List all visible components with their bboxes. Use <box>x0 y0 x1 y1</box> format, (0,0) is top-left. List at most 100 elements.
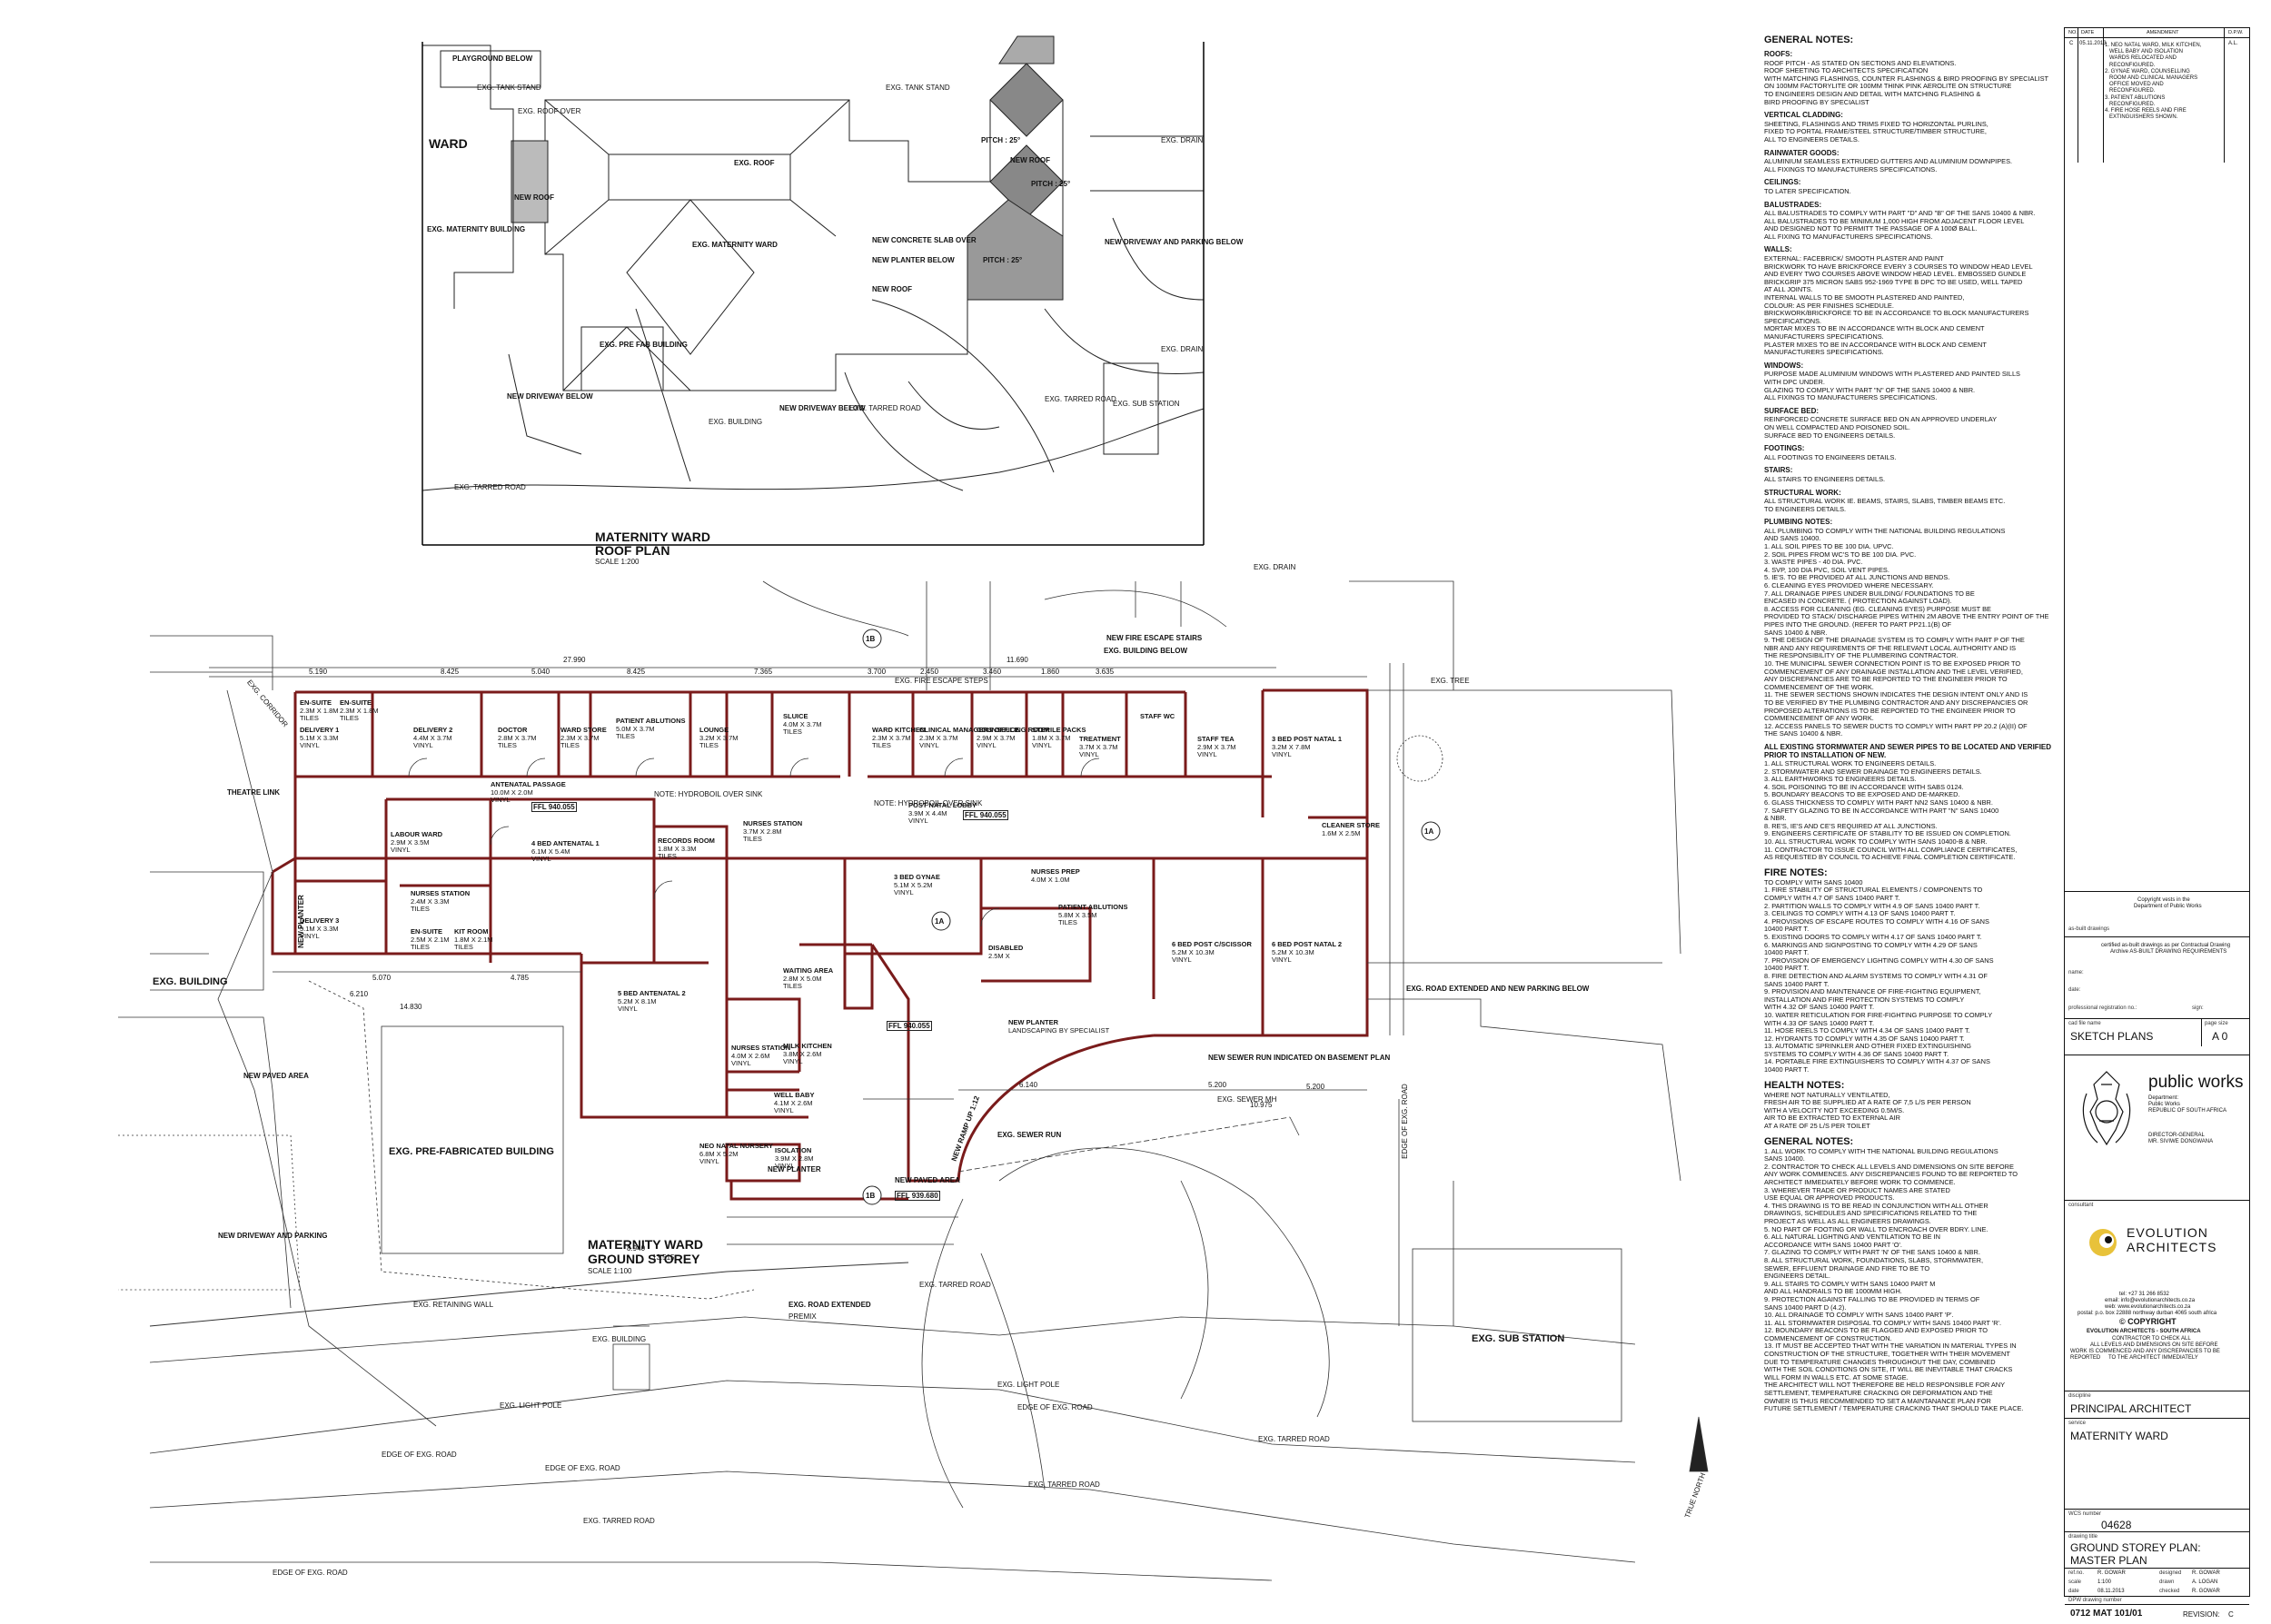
wcs-box: WCS number 04628 <box>2065 1509 2249 1531</box>
roof-label: EXG. SUB STATION <box>1113 400 1180 408</box>
notes-section: FOOTINGS:ALL FOOTINGS TO ENGINEERS DETAI… <box>1764 445 2064 461</box>
dimension: 11.690 <box>1007 656 1028 664</box>
notes-line: 10400 PART T. <box>1764 1065 1810 1074</box>
notes-line: ALL FIXING TO MANUFACTURERS SPECIFICATIO… <box>1764 232 1933 241</box>
notes-line: FUTURE SETTLEMENT / TEMPERATURE CRACKING… <box>1764 1404 2024 1413</box>
site-label: EXG. LIGHT POLE <box>997 1381 1060 1389</box>
notes-line: 1. ALL WORK TO COMPLY WITH THE NATIONAL … <box>1764 1146 1998 1155</box>
notes-line: WITH 4.32 OF SANS 10400 PART T. <box>1764 1003 1875 1012</box>
notes-line: 3. ALL EARTHWORKS TO ENGINEERS DETAILS. <box>1764 775 1917 784</box>
notes-line: 2. CONTRACTOR TO CHECK ALL LEVELS AND DI… <box>1764 1162 2014 1171</box>
site-label: NEW PLANTER <box>768 1165 821 1173</box>
notes-line: WITH 4.33 OF SANS 10400 PART T. <box>1764 1018 1875 1027</box>
rev-date: 05.11.2013 <box>2079 41 2107 46</box>
notes-line: 10. ALL DRAINAGE TO COMPLY WITH SANS 104… <box>1764 1311 1954 1320</box>
revision-letter: C <box>2228 1610 2234 1619</box>
notes-line: 6. MARKINGS AND SIGNPOSTING TO COMPLY WI… <box>1764 940 1978 949</box>
dimension: 5.200 <box>1208 1081 1227 1089</box>
notes-line: AND SANS 10400. <box>1764 534 1821 543</box>
notes-line: 11. HOSE REELS TO COMPLY WITH 4.34 OF SA… <box>1764 1026 1970 1035</box>
discipline: PRINCIPAL ARCHITECT <box>2070 1402 2192 1415</box>
roof-label: NEW DRIVEWAY AND PARKING BELOW <box>1105 238 1244 246</box>
notes-line: 8. ALL STRUCTURAL WORK, FOUNDATIONS, SLA… <box>1764 1255 1984 1264</box>
asbuilt-box: certified as-built drawings as per Contr… <box>2065 936 2249 1018</box>
notes-section: BALUSTRADES:ALL BALUSTRADES TO COMPLY WI… <box>1764 201 2064 242</box>
roof-label: EXG. TARRED ROAD <box>849 404 921 412</box>
notes-line: AS REQUESTED BY COUNCIL TO ACHIEVE FINAL… <box>1764 853 2016 862</box>
notes-line: FIXED TO PORTAL FRAME/STEEL STRUCTURE/TI… <box>1764 127 1987 136</box>
notes-line: 11. THE SEWER SECTIONS SHOWN INDICATES T… <box>1764 690 2028 699</box>
notes-line: DRAWINGS, SCHEDULES AND SPECIFICATIONS R… <box>1764 1209 1978 1218</box>
dimension: 4.785 <box>511 974 530 982</box>
notes-line: 7. ALL DRAINAGE PIPES UNDER BUILDING/ FO… <box>1764 589 1975 598</box>
general-notes: GENERAL NOTES: ROOFS:ROOF PITCH - AS STAT… <box>1764 35 2064 1588</box>
notes-line: ANY WORK COMMENCES. ANY DISCREPANCIES FO… <box>1764 1170 2018 1179</box>
rev-text: 1. NEO NATAL WARD, MILK KITCHEN, WELL BA… <box>2105 43 2202 121</box>
notes-line: GLAZING TO COMPLY WITH PART "N" OF THE S… <box>1764 385 1976 394</box>
notes-line: 3. CEILINGS TO COMPLY WITH 4.13 OF SANS … <box>1764 909 1956 918</box>
notes-line: SANS 10400 & NBR. <box>1764 628 1828 637</box>
dimension: 1.860 <box>1041 668 1060 676</box>
notes-heading: PLUMBING NOTES: <box>1764 518 1833 527</box>
coat-of-arms-icon <box>2082 1071 2131 1146</box>
notes-line: BRICKWORK/BRICKFORCE TO BE IN ACCORDANCE… <box>1764 309 2029 318</box>
notes-line: SANS 10400 PART T. <box>1764 979 1830 988</box>
roof-plan-subtitle: ROOF PLAN <box>595 543 670 558</box>
notes-line: & NBR. <box>1764 814 1787 823</box>
site-label: NEW DRIVEWAY AND PARKING <box>218 1232 328 1240</box>
notes-line: SHEETING, FLASHINGS AND TRIMS FIXED TO H… <box>1764 119 1988 128</box>
notes-line: MORTAR MIXES TO BE IN ACCORDANCE WITH BL… <box>1764 324 1985 333</box>
site-label: EXG. BUILDING BELOW <box>1104 647 1187 655</box>
notes-line: 2. PARTITION WALLS TO COMPLY WITH 4.9 OF… <box>1764 901 1980 910</box>
site-label: EXG. TARRED ROAD <box>583 1517 655 1525</box>
notes-heading: FIRE NOTES: <box>1764 866 1828 878</box>
notes-line: BIRD PROOFING BY SPECIALIST <box>1764 97 1869 106</box>
notes-line: 8. RE's, IE's AND CE's REQUIRED AT ALL J… <box>1764 821 1938 830</box>
notes-line: INTERNAL WALLS TO BE SMOOTH PLASTERED AN… <box>1764 293 1965 302</box>
notes-line: ROOF PITCH - AS STATED ON SECTIONS AND E… <box>1764 58 1957 67</box>
notes-section: ROOFS:ROOF PITCH - AS STATED ON SECTIONS… <box>1764 50 2064 106</box>
site-label: EDGE OF EXG. ROAD <box>1017 1403 1093 1411</box>
notes-line: USE EQUAL OR APPROVED PRODUCTS. <box>1764 1193 1895 1203</box>
dimension: 5.040 <box>531 668 550 676</box>
notes-line: CONSTRUCTION OF THE STRUCTURE, TOGETHER … <box>1764 1350 2010 1359</box>
floor-level: FFL 940.055 <box>531 802 577 812</box>
notes-line: ALL TO ENGINEERS DETAILS. <box>1764 134 1859 144</box>
site-label: EXG. SUB STATION <box>1472 1333 1565 1344</box>
notes-line: 9. THE DESIGN OF THE DRAINAGE SYSTEM IS … <box>1764 636 2025 645</box>
notes-line: 10400 PART T. <box>1764 948 1810 957</box>
rev-head-dpw: D.P.W. <box>2228 30 2244 35</box>
dimension: 10.975 <box>1250 1101 1273 1109</box>
rev-head-no: No. <box>2068 30 2078 35</box>
notes-section: RAINWATER GOODS:ALUMINIUM SEAMLESS EXTRU… <box>1764 149 2064 174</box>
notes-line: ENCASED IN CONCRETE. ( PROTECTION AGAINS… <box>1764 597 1952 606</box>
notes-line: 3. WASTE PIPES - 40 DIA. PVC. <box>1764 558 1863 567</box>
notes-section: SURFACE BED:REINFORCED CONCRETE SURFACE … <box>1764 407 2064 440</box>
notes-heading: VERTICAL CLADDING: <box>1764 111 1843 120</box>
notes-line: FRESH AIR TO BE SUPPLIED AT A RATE OF 7,… <box>1764 1098 1971 1107</box>
notes-line: 5. BOUNDARY BEACONS TO BE EXPOSED AND DE… <box>1764 790 1960 799</box>
drawing-title-1: GROUND STOREY PLAN: <box>2070 1541 2201 1554</box>
dimension: 6.140 <box>1019 1081 1038 1089</box>
notes-line: ACCORDANCE WITH SANS 10400 PART 'O'. <box>1764 1240 1902 1249</box>
notes-line: COMMENCEMENT OF ANY DRAINAGE INSTALLATIO… <box>1764 667 2023 676</box>
roof-label: EXG. DRAIN <box>1161 345 1204 353</box>
dimension: 5.070 <box>372 974 392 982</box>
ground-plan-title: MATERNITY WARD <box>588 1237 704 1252</box>
cad-box: cad file name SKETCH PLANS page size A 0 <box>2065 1018 2249 1046</box>
notes-line: THE SANS 10400 & NBR. <box>1764 729 1843 738</box>
notes-line: 2. STORMWATER AND SEWER DRAINAGE TO ENGI… <box>1764 767 1982 776</box>
notes-line: ALL STAIRS TO ENGINEERS DETAILS. <box>1764 474 1886 483</box>
site-label: EXG. ROAD EXTENDED AND NEW PARKING BELOW <box>1406 985 1590 993</box>
notes-heading: GENERAL NOTES: <box>1764 1135 1854 1147</box>
